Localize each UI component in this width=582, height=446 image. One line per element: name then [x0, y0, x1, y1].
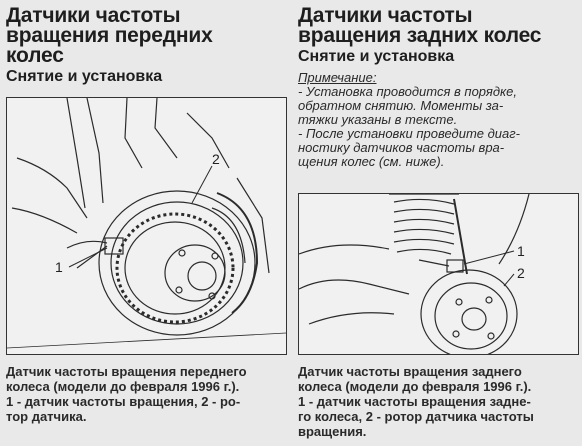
rear-wheel-sensor-illustration: 1 2 [298, 193, 579, 355]
note-line: - После установки проведите диаг- [298, 126, 520, 141]
front-hub-drawing: 1 2 [7, 98, 286, 349]
caption-line: го колеса, 2 - ротор датчика частоты [298, 409, 534, 424]
title-line: колес [6, 44, 64, 67]
callout-2-label: 2 [212, 151, 220, 167]
front-figure-caption: Датчик частоты вращения переднего колеса… [6, 364, 286, 424]
front-wheel-sensor-illustration: 1 2 [6, 97, 287, 355]
callout-1-label: 1 [517, 243, 525, 259]
title-line: вращения передних [6, 24, 213, 47]
note-line: ностику датчиков частоты вра- [298, 140, 505, 155]
caption-line: вращения. [298, 424, 367, 439]
title-line: вращения задних колес [298, 24, 542, 47]
caption-line: Датчик частоты вращения заднего [298, 364, 522, 379]
note-block: Примечание: - Установка проводится в пор… [298, 71, 578, 169]
rear-hub-drawing: 1 2 [299, 194, 530, 354]
title-line: Датчики частоты [6, 4, 181, 27]
rear-removal-subtitle: Снятие и установка [298, 48, 455, 65]
note-line: обратном снятию. Моменты за- [298, 98, 504, 113]
caption-line: 1 - датчик частоты вращения, 2 - ро- [6, 394, 241, 409]
note-line: тяжки указаны в тексте. [298, 112, 458, 127]
front-removal-subtitle: Снятие и установка [6, 68, 163, 85]
note-label: Примечание: [298, 70, 377, 85]
note-line: - Установка проводится в порядке, [298, 84, 518, 99]
rear-figure-caption: Датчик частоты вращения заднего колеса (… [298, 364, 580, 439]
caption-line: колеса (модели до февраля 1996 г.). [6, 379, 240, 394]
caption-line: 1 - датчик частоты вращения задне- [298, 394, 531, 409]
note-line: щения колес (см. ниже). [298, 154, 445, 169]
front-sensors-title: Датчики частоты вращения передних колес [6, 4, 286, 67]
caption-line: колеса (модели до февраля 1996 г.). [298, 379, 532, 394]
callout-2-label: 2 [517, 265, 525, 281]
rear-sensors-title: Датчики частоты вращения задних колес [298, 4, 582, 47]
callout-1-label: 1 [55, 259, 63, 275]
caption-line: Датчик частоты вращения переднего [6, 364, 247, 379]
caption-line: тор датчика. [6, 409, 87, 424]
title-line: Датчики частоты [298, 4, 473, 27]
